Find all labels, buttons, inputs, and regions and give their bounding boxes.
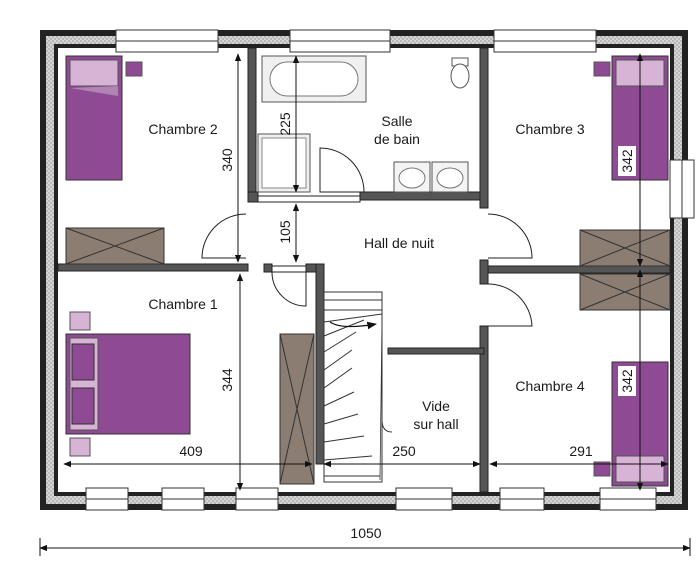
bathtub <box>261 55 367 103</box>
dimension-342-bottom: 342 <box>619 369 635 393</box>
double-sink <box>393 161 469 193</box>
dimension-342-bottom-bg <box>618 366 636 396</box>
dimension-342-top-bg <box>618 146 636 176</box>
staircase <box>323 291 393 483</box>
room-label-salle-de-bain-1: Salle <box>381 113 412 129</box>
wardrobes <box>65 227 671 485</box>
room-label-chambre-3: Chambre 3 <box>515 121 584 137</box>
dimension-409: 409 <box>179 443 203 459</box>
dimension-340: 340 <box>219 148 235 172</box>
windows-top <box>115 29 597 53</box>
room-label-vide-2: sur hall <box>413 416 458 432</box>
interior-walls <box>57 47 671 493</box>
dimension-291: 291 <box>569 443 593 459</box>
window-right <box>669 159 695 219</box>
shower <box>257 133 311 193</box>
room-label-chambre-2: Chambre 2 <box>148 121 217 137</box>
toilet <box>450 57 470 89</box>
room-label-chambre-1: Chambre 1 <box>148 296 217 312</box>
dimension-250: 250 <box>392 443 416 459</box>
windows-bottom <box>85 487 657 511</box>
dimension-225: 225 <box>277 112 293 136</box>
room-label-chambre-4: Chambre 4 <box>515 378 584 394</box>
room-label-salle-de-bain-2: de bain <box>374 131 420 147</box>
dimension-1050: 1050 <box>350 525 381 541</box>
dimension-342-top: 342 <box>619 149 635 173</box>
dimension-lines <box>39 53 691 556</box>
dimension-105: 105 <box>277 220 293 244</box>
bed-chambre-2 <box>65 55 143 181</box>
bed-chambre-1 <box>65 311 191 457</box>
room-label-vide-1: Vide <box>422 398 450 414</box>
dimension-344: 344 <box>219 368 235 392</box>
room-label-hall-de-nuit: Hall de nuit <box>364 235 434 251</box>
